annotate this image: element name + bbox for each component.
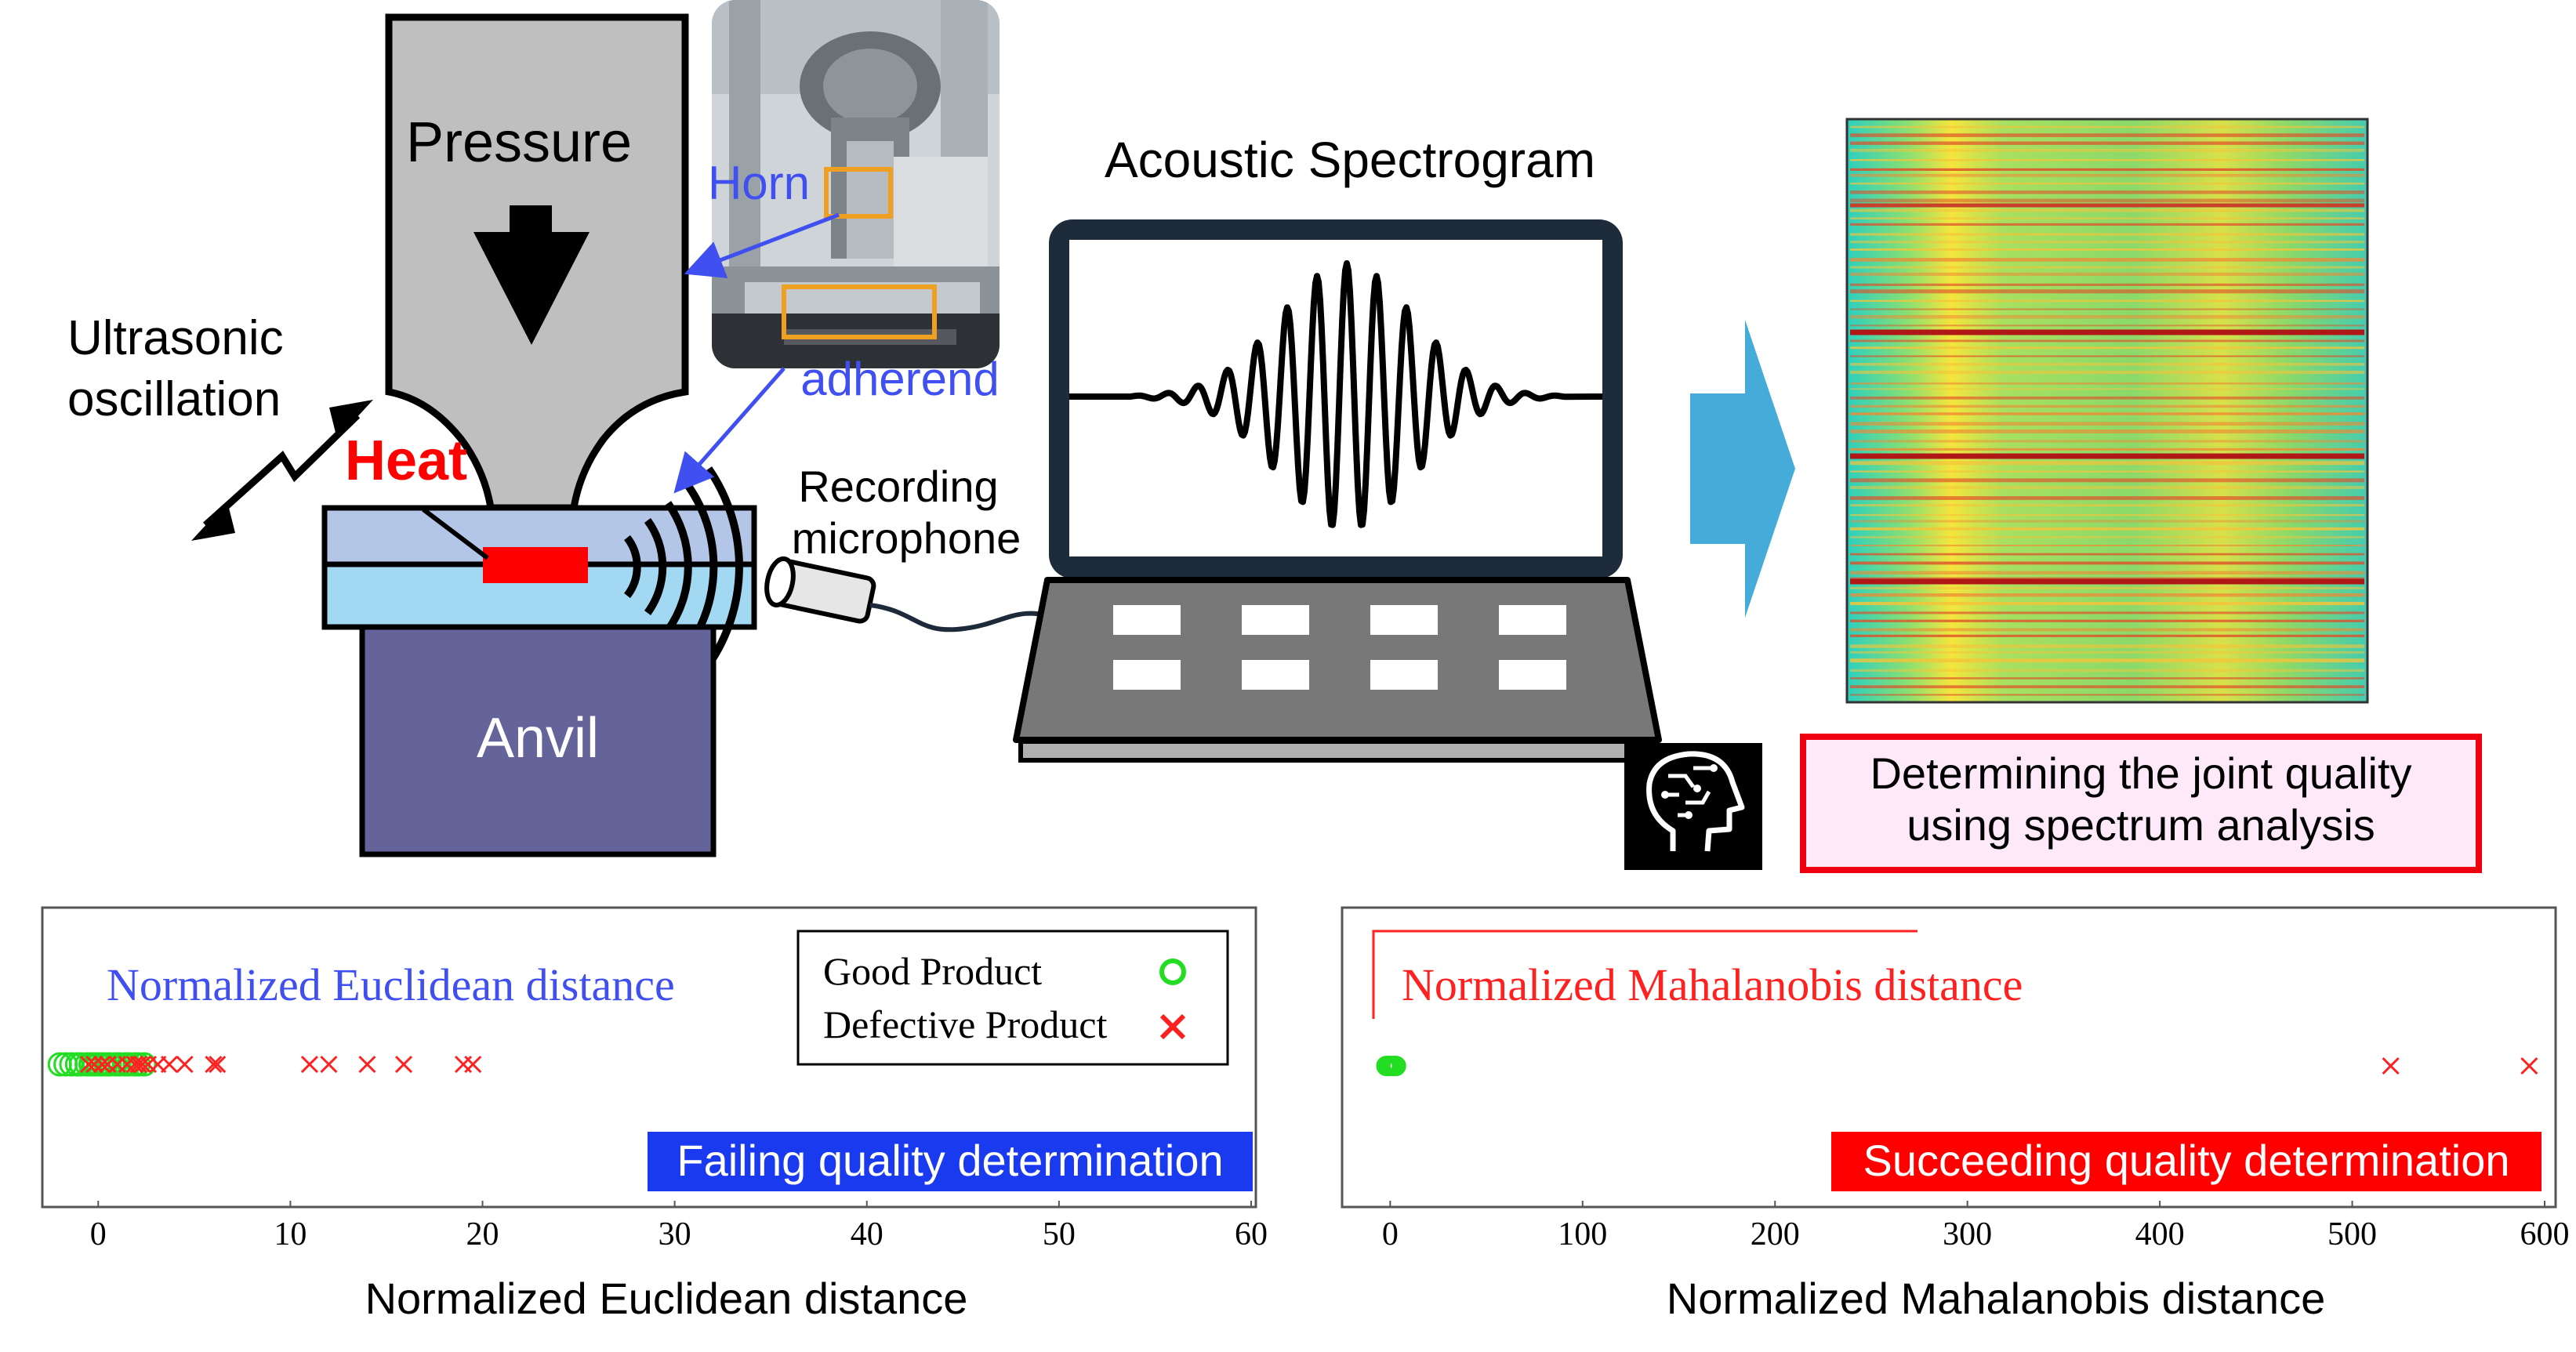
decision-label-line2: using spectrum analysis xyxy=(1907,800,2375,850)
laptop-front-edge xyxy=(1018,739,1655,763)
legend-box xyxy=(796,930,1229,1066)
ai-brain-head-icon xyxy=(1624,743,1762,870)
ultrasonic-label-line1: Ultrasonic xyxy=(67,311,284,365)
defective-product-point xyxy=(358,1055,376,1074)
defective-product-point xyxy=(125,1055,143,1074)
x-tick-label: 100 xyxy=(1558,1216,1607,1252)
defective-product-point xyxy=(176,1055,194,1074)
x-tick-label: 300 xyxy=(1943,1216,1992,1252)
defective-product-point xyxy=(93,1055,111,1074)
decision-label-line1: Determining the joint quality xyxy=(1870,748,2411,798)
decision-box xyxy=(1800,734,2482,873)
fail-banner-text: Failing quality determination xyxy=(677,1136,1223,1185)
mahalanobis-x-axis-label: Normalized Mahalanobis distance xyxy=(1667,1274,2325,1323)
laptop-keys xyxy=(1113,605,1566,690)
laptop-icon xyxy=(1013,219,1662,763)
acoustic-waveform xyxy=(1069,260,1603,528)
defective-product-point xyxy=(160,1055,179,1074)
welding-apparatus: Pressure Heat Anvil Ultrasonic oscillati… xyxy=(67,13,757,857)
spectrogram-image xyxy=(1845,118,2369,704)
x-tick-label: 0 xyxy=(1382,1216,1399,1252)
microphone-icon xyxy=(764,556,1060,633)
acoustic-spectrogram-label: Acoustic Spectrogram xyxy=(1105,132,1595,188)
good-product-point xyxy=(97,1052,122,1077)
mahalanobis-title-bracket xyxy=(1372,930,1917,1019)
defective-product-point xyxy=(85,1055,103,1074)
adherend-pointer-arrow xyxy=(673,367,785,494)
mahalanobis-chart: Normalized Mahalanobis distance Succeedi… xyxy=(1341,906,2570,1323)
defective-product-point xyxy=(205,1055,223,1074)
recording-label-line1: Recording xyxy=(798,462,998,511)
heat-pointer-line xyxy=(422,507,489,560)
defective-product-point xyxy=(394,1055,413,1074)
x-tick-label: 600 xyxy=(2520,1216,2570,1252)
legend-defective-label: Defective Product xyxy=(823,1002,1107,1046)
defective-product-point xyxy=(2520,1057,2538,1075)
legend-defective-marker xyxy=(1159,1013,1186,1040)
legend-good-label: Good Product xyxy=(823,949,1042,993)
euclidean-chart: Normalized Euclidean distance Good Produ… xyxy=(41,906,1268,1323)
success-banner xyxy=(1831,1132,2542,1191)
x-tick-label: 50 xyxy=(1043,1216,1076,1252)
photo-horn-highlight xyxy=(824,167,893,219)
pressure-label: Pressure xyxy=(406,111,632,174)
x-tick-label: 40 xyxy=(851,1216,883,1252)
heat-label: Heat xyxy=(345,430,467,492)
x-tick-label: 500 xyxy=(2327,1216,2377,1252)
defective-product-point xyxy=(133,1055,151,1074)
x-tick-label: 20 xyxy=(466,1216,499,1252)
down-arrow-icon xyxy=(473,205,590,345)
mahalanobis-chart-title: Normalized Mahalanobis distance xyxy=(1402,959,2023,1010)
photo-adherend-highlight xyxy=(782,285,937,339)
x-tick-label: 200 xyxy=(1751,1216,1800,1252)
anvil-block xyxy=(359,624,717,857)
defective-product-point xyxy=(300,1055,318,1074)
big-right-arrow xyxy=(1690,320,1795,618)
defective-product-point xyxy=(79,1055,98,1074)
legend-good-marker xyxy=(1159,959,1186,985)
fail-banner xyxy=(648,1132,1253,1191)
x-tick-label: 30 xyxy=(659,1216,691,1252)
ultrasonic-label-line2: oscillation xyxy=(67,372,281,426)
defective-product-point xyxy=(209,1055,227,1074)
horn-pointer-arrow xyxy=(684,212,840,279)
x-tick-label: 60 xyxy=(1235,1216,1268,1252)
euclidean-x-axis-label: Normalized Euclidean distance xyxy=(365,1274,968,1323)
good-product-point xyxy=(1385,1056,1406,1076)
anvil-label: Anvil xyxy=(477,707,599,770)
defective-product-point xyxy=(2382,1057,2400,1075)
x-tick-label: 400 xyxy=(2135,1216,2185,1252)
adherend-label: adherend xyxy=(800,353,1000,405)
apparatus-photo xyxy=(712,0,1000,368)
success-banner-text: Succeeding quality determination xyxy=(1863,1136,2510,1185)
sound-wave-arcs xyxy=(623,466,743,667)
horn-label: Horn xyxy=(708,157,810,209)
defective-product-point xyxy=(320,1055,338,1074)
defective-product-point xyxy=(464,1055,482,1074)
recording-label-line2: microphone xyxy=(792,513,1021,563)
heat-zone xyxy=(483,547,588,583)
x-tick-label: 0 xyxy=(90,1216,107,1252)
x-tick-label: 10 xyxy=(274,1216,307,1252)
double-arrow-icon xyxy=(191,400,373,541)
euclidean-chart-title: Normalized Euclidean distance xyxy=(107,959,675,1010)
